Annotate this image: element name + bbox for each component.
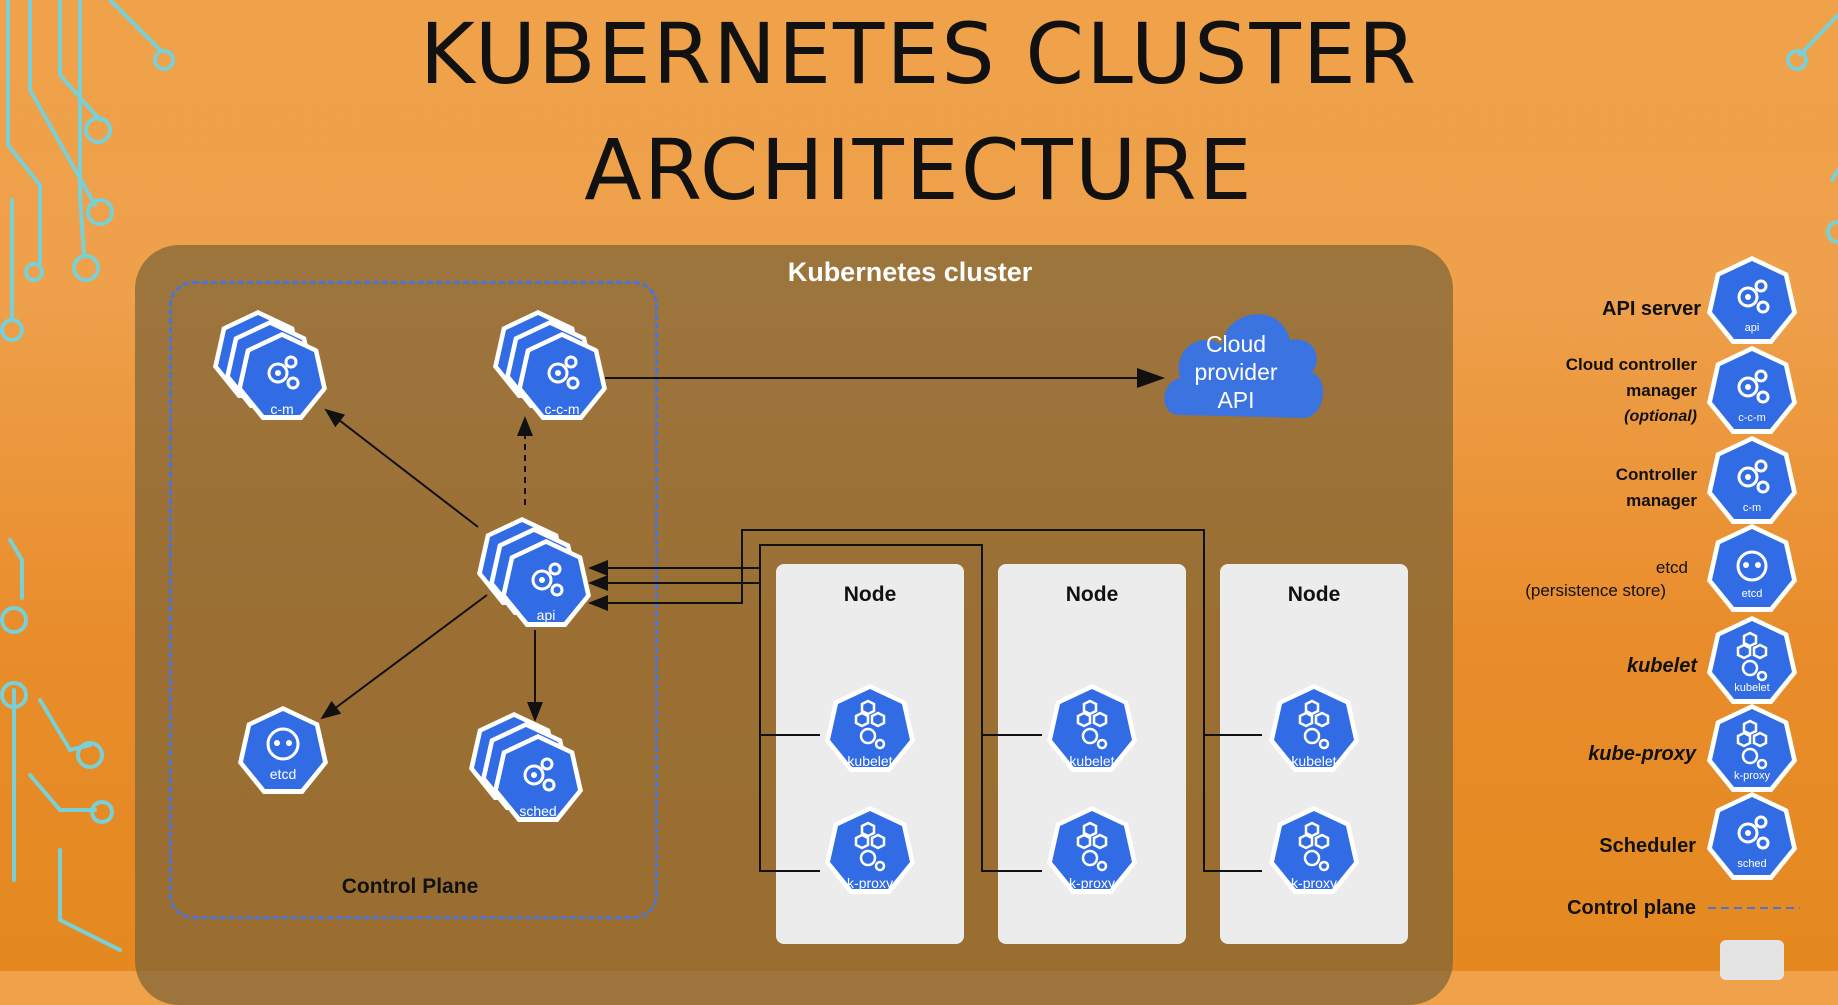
etcd-icon [238, 706, 328, 794]
legend-api-badge-label: api [1745, 322, 1760, 334]
node-1-kproxy-label: k-proxy [847, 875, 893, 891]
legend-kube-proxy: kube-proxy [1588, 743, 1696, 765]
cloud-label-line1: Cloud [1205, 331, 1267, 357]
node-3-kproxy-label: k-proxy [1291, 875, 1337, 891]
diagram-title-line1: KUBERNETES CLUSTER [419, 5, 1419, 103]
etcd-label: etcd [270, 766, 296, 782]
cm-label: c-m [270, 401, 293, 417]
cluster-label: Kubernetes cluster [787, 257, 1033, 287]
cloud-provider-label: Cloud provider API [1176, 330, 1296, 414]
diagram-title-line2: ARCHITECTURE [584, 121, 1254, 219]
legend-etcd-badge-label: etcd [1742, 588, 1763, 600]
control-plane-label: Control Plane [341, 875, 479, 898]
cloud-label-line2: provider [1194, 359, 1278, 385]
legend-ccm-line1: Cloud controller [1565, 355, 1697, 374]
control-plane-boundary [169, 281, 658, 919]
legend-ccm-line2: manager [1626, 381, 1697, 400]
node-2-kproxy-label: k-proxy [1069, 875, 1115, 891]
sched-label: sched [519, 803, 556, 819]
legend-kubelet: kubelet [1626, 655, 1697, 677]
legend-kubelet-badge-label: kubelet [1734, 682, 1769, 694]
node-2-kubelet-label: kubelet [1069, 753, 1114, 769]
legend-etcd-line2: (persistence store) [1525, 581, 1666, 600]
node-1-kubelet-label: kubelet [847, 753, 892, 769]
node-label-2: Node [1065, 583, 1119, 606]
ccm-label: c-c-m [545, 401, 580, 417]
legend-sched-badge-label: sched [1737, 858, 1766, 870]
legend-cm-badge-label: c-m [1743, 502, 1761, 514]
legend-ccm-line3: (optional) [1624, 408, 1697, 425]
node-3-kubelet-label: kubelet [1291, 753, 1336, 769]
legend-etcd-line1: etcd [1655, 558, 1688, 577]
legend-ccm-badge-label: c-c-m [1738, 412, 1766, 424]
legend-node-swatch [1720, 940, 1784, 980]
api-label: api [537, 607, 556, 623]
legend-cm-line2: manager [1626, 491, 1697, 510]
cloud-label-line3: API [1217, 387, 1255, 413]
circuit-decoration [0, 0, 1838, 952]
legend-scheduler: Scheduler [1599, 835, 1696, 857]
api-server-icon [477, 517, 593, 629]
legend-etcd-icon [1707, 524, 1797, 612]
node-label-1: Node [843, 583, 897, 606]
cloud-icon [1164, 314, 1324, 418]
legend-cm: Controller manager [1616, 462, 1697, 514]
legend-ccm: Cloud controller manager (optional) [1566, 352, 1697, 430]
legend-control-plane: Control plane [1567, 897, 1696, 919]
legend-kproxy-badge-label: k-proxy [1734, 770, 1771, 782]
diagram-overlay: c-m c-c-m api etcd sched kubelet k-proxy… [213, 254, 1800, 909]
legend-api-server: API server [1602, 298, 1701, 320]
legend-cm-line1: Controller [1615, 465, 1697, 484]
node-label-3: Node [1287, 583, 1341, 606]
